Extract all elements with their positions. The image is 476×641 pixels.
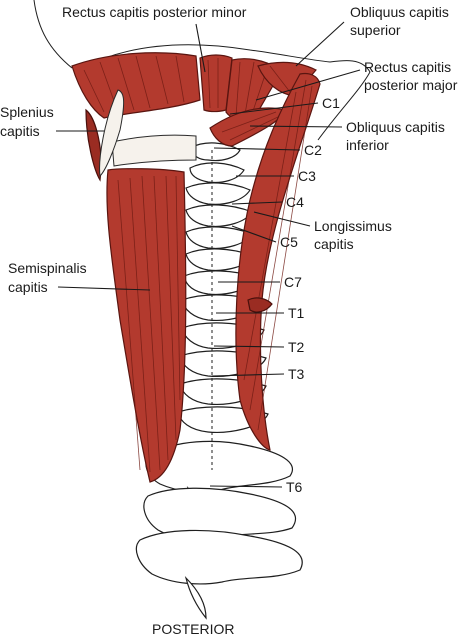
- label-obliquus-capitis-inferior-line1: Obliquus capitis: [346, 119, 445, 135]
- label-t6: T6: [286, 479, 303, 495]
- leader-t2: [213, 345, 285, 348]
- label-splenius-capitis-line1: Splenius: [0, 104, 54, 120]
- tendinous-band: [111, 134, 197, 167]
- label-c4: C4: [286, 194, 304, 210]
- label-c3: C3: [298, 168, 316, 184]
- leader-obliquus-superior: [295, 21, 345, 67]
- leader-t3: [211, 373, 285, 377]
- splenius-capitis-muscle: [71, 52, 201, 182]
- longissimus-capitis-muscle: [235, 72, 321, 451]
- leader-rectus-minor: [195, 23, 206, 73]
- label-longissimus-capitis-line2: capitis: [314, 236, 354, 252]
- label-splenius-capitis-line2: capitis: [0, 123, 40, 139]
- leader-longissimus: [253, 211, 311, 227]
- leader-c4: [231, 201, 283, 205]
- label-c5: C5: [280, 234, 298, 250]
- label-c7: C7: [284, 274, 302, 290]
- label-obliquus-capitis-superior-line2: superior: [350, 22, 401, 38]
- label-t2: T2: [288, 339, 305, 355]
- label-t1: T1: [288, 305, 305, 321]
- label-rectus-capitis-posterior-major-line1: Rectus capitis: [364, 59, 451, 75]
- label-c2: C2: [304, 142, 322, 158]
- label-longissimus-capitis-line1: Longissimus: [314, 218, 392, 234]
- leader-rectus-major: [255, 69, 361, 101]
- leader-semispinalis: [57, 286, 151, 291]
- leader-lines: [56, 21, 361, 488]
- label-semispinalis-capitis-line2: capitis: [8, 279, 48, 295]
- leader-c5: [231, 225, 277, 243]
- splenius-tendon: [99, 89, 125, 178]
- leader-obliquus-inferior: [249, 125, 343, 128]
- label-c1: C1: [322, 95, 340, 111]
- view-label-posterior: POSTERIOR: [152, 621, 234, 637]
- semispinalis-capitis-muscle: [106, 168, 187, 483]
- leader-t6: [209, 485, 283, 488]
- label-obliquus-capitis-inferior-line2: inferior: [346, 137, 389, 153]
- leader-c2: [213, 147, 301, 151]
- label-obliquus-capitis-superior-line1: Obliquus capitis: [350, 4, 449, 20]
- leader-c1: [229, 102, 319, 115]
- label-t3: T3: [288, 366, 305, 382]
- label-semispinalis-capitis-line1: Semispinalis: [8, 260, 87, 276]
- label-rectus-capitis-posterior-major-line2: posterior major: [364, 77, 458, 93]
- label-rectus-capitis-posterior-minor: Rectus capitis posterior minor: [62, 4, 247, 20]
- labels: Rectus capitis posterior minor Obliquus …: [0, 4, 458, 637]
